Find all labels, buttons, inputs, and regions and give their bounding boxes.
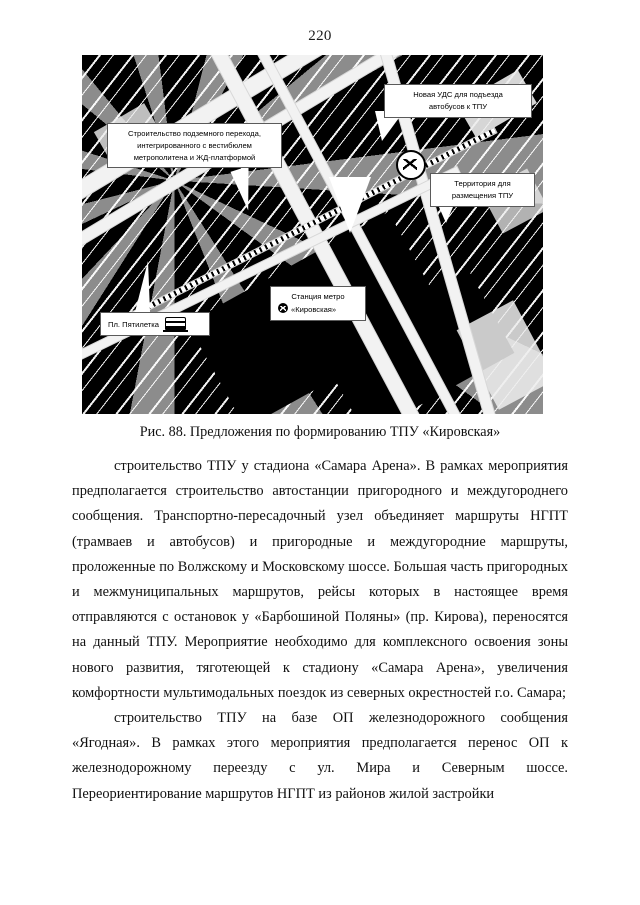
page-number: 220	[308, 28, 332, 44]
callout-tram-stop: Пл. Пятилетка	[100, 312, 210, 336]
callout-line: Территория для	[454, 179, 511, 188]
callout-new-road-network: Новая УДС для подъезда автобусов к ТПУ	[384, 84, 532, 118]
figure-aerial-photo: Новая УДС для подъезда автобусов к ТПУ С…	[82, 55, 543, 414]
paragraph: строительство ТПУ на базе ОП железнодоро…	[72, 710, 568, 802]
callout-line: Пл. Пятилетка	[108, 320, 159, 329]
tram-icon	[163, 317, 188, 332]
metro-station-marker-icon	[396, 150, 426, 180]
leader-pointer-metro-station	[329, 177, 371, 233]
callout-line: метрополитена и ЖД-платформой	[133, 152, 256, 162]
callout-line: автобусов к ТПУ	[428, 101, 488, 111]
paragraph: строительство ТПУ у стадиона «Самара Аре…	[72, 458, 568, 701]
callout-line: Строительство подземного перехода,	[128, 129, 261, 138]
callout-line: Новая УДС для подъезда	[413, 90, 503, 99]
metro-icon	[278, 302, 288, 313]
callout-line: размещения ТПУ	[451, 190, 514, 200]
callout-metro-station: Станция метро «Кировская»	[270, 286, 366, 321]
callout-line-with-icon: Пл. Пятилетка	[108, 317, 202, 332]
callout-line: Станция метро	[291, 292, 345, 301]
callout-line-with-icon: «Кировская»	[278, 302, 358, 316]
callout-line: интегрированного с вестибюлем	[137, 140, 252, 150]
callout-tpu-territory: Территория для размещения ТПУ	[430, 173, 535, 207]
callout-underground-crossing: Строительство подземного перехода, интег…	[107, 123, 282, 169]
leader-pointer-tpu-territory	[439, 207, 453, 223]
figure-caption: Рис. 88. Предложения по формированию ТПУ…	[139, 424, 501, 440]
callout-line: «Кировская»	[291, 304, 337, 314]
body-text: строительство ТПУ у стадиона «Самара Аре…	[72, 454, 568, 807]
